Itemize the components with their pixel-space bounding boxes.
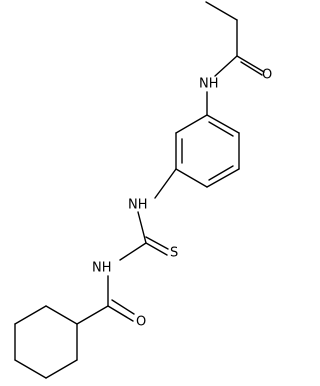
bond-carbonyl-oxygen-b — [240, 61, 263, 76]
propanoyl-group — [205, 1, 265, 77]
benzene-ring — [175, 114, 240, 188]
bond-carbonyl-o-b — [111, 299, 135, 315]
thiourea-group — [119, 211, 169, 261]
bond-carbonyl-o-a — [107, 305, 134, 322]
cyclohexane-bond-6 — [45, 305, 78, 325]
ring-bond-4 — [175, 168, 208, 188]
cyclohexanecarbonyl-group — [76, 275, 135, 325]
cyclohexane-bond-2 — [45, 359, 78, 379]
atom-label-nh-top: NH — [199, 77, 219, 92]
ring-double-1 — [208, 121, 234, 137]
bond-carbonyl-nh — [214, 55, 238, 77]
bond-thiocarbonyl-s-b — [145, 236, 169, 250]
bond-thiocarbonyl-s-a — [145, 242, 168, 256]
ring-bond-3 — [206, 168, 240, 188]
bond-thiocarbonyl-nh — [119, 242, 147, 261]
atom-label-oxygen-bottom: O — [136, 315, 146, 330]
atom-label-nh-thiourea-acyl: NH — [92, 261, 112, 276]
ring-bond-1 — [206, 114, 240, 134]
atom-label-sulfur: S — [170, 246, 178, 261]
atom-label-nh-thiourea-aryl: NH — [128, 198, 148, 213]
chemical-structure: NH O NH S NH O — [14, 1, 272, 379]
ring-bond-6 — [175, 114, 208, 134]
bond-ring-nh-thiourea — [154, 168, 177, 199]
bond-ethyl-ch3-ch2 — [205, 1, 238, 21]
ring-double-2 — [208, 165, 234, 181]
bond-carbonyl-oxygen-a — [236, 55, 265, 73]
cyclohexane-bond-3 — [14, 359, 47, 379]
cyclohexane-bond-5 — [14, 305, 47, 325]
atom-label-oxygen-top: O — [262, 68, 272, 83]
bond-carbonyl-cyclohexyl — [76, 305, 109, 325]
bond-nh-thiocarbonyl — [137, 211, 147, 244]
cyclohexane-ring — [14, 305, 78, 379]
